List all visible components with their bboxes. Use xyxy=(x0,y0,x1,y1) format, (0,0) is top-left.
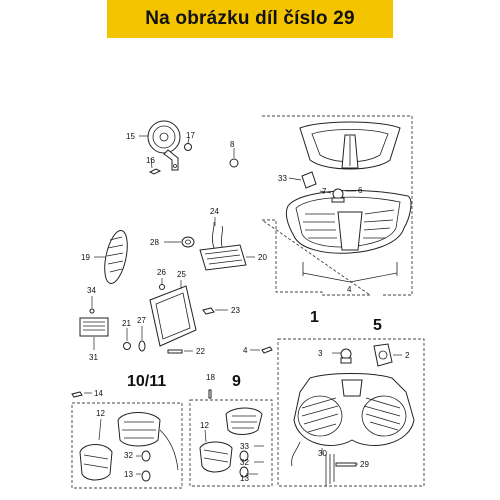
group-label-10-11: 10/11 xyxy=(127,373,166,390)
callout-13a: 13 xyxy=(124,470,133,479)
callout-24: 24 xyxy=(210,207,219,216)
horn-icon xyxy=(147,120,181,171)
callout-12b: 12 xyxy=(200,421,209,430)
callout-22: 22 xyxy=(196,347,205,356)
group-box-9 xyxy=(189,399,273,487)
group-label-1: 1 xyxy=(310,309,319,326)
bulb-icon xyxy=(239,450,249,478)
reflector-icon xyxy=(79,317,109,337)
callout-2: 2 xyxy=(405,351,410,360)
front-cowl-icon xyxy=(299,121,401,170)
group-label-5: 5 xyxy=(373,317,382,334)
headlight-lens-upper-icon xyxy=(285,190,412,254)
bracket-icon xyxy=(149,285,197,347)
bulb-icon xyxy=(301,171,317,189)
callout-33b: 33 xyxy=(240,442,249,451)
callout-32a: 32 xyxy=(124,451,133,460)
grommet-icon xyxy=(181,236,195,248)
grille-icon xyxy=(104,230,128,284)
callout-23: 23 xyxy=(231,306,240,315)
callout-3: 3 xyxy=(318,349,323,358)
callout-15: 15 xyxy=(126,132,135,141)
callout-7: 7 xyxy=(322,187,327,196)
callout-20: 20 xyxy=(258,253,267,262)
callout-33: 33 xyxy=(278,174,287,183)
washer-icon xyxy=(138,340,146,352)
callout-12a: 12 xyxy=(96,409,105,418)
callout-14: 14 xyxy=(94,389,103,398)
callout-28: 28 xyxy=(150,238,159,247)
group-box-10-11 xyxy=(71,402,183,489)
turn-signal-lens-icon xyxy=(79,444,113,481)
screw-icon xyxy=(202,307,215,315)
clip-icon xyxy=(89,308,95,314)
regulator-icon xyxy=(199,221,247,271)
bolt-icon xyxy=(167,349,183,354)
connector-icon xyxy=(373,343,393,367)
group-box-upper-right xyxy=(260,115,413,296)
callout-4: 4 xyxy=(347,285,352,294)
nut-icon xyxy=(184,143,192,151)
turn-signal-icon xyxy=(117,412,179,471)
callout-27: 27 xyxy=(137,316,146,325)
callout-30: 30 xyxy=(318,449,327,458)
callout-31: 31 xyxy=(89,353,98,362)
group-label-9: 9 xyxy=(232,373,241,390)
screw-icon xyxy=(261,346,273,354)
nut-icon xyxy=(123,342,131,350)
bulb-icon xyxy=(141,450,151,482)
headlight-assembly-icon xyxy=(293,373,415,447)
clip-icon xyxy=(159,284,165,290)
callout-32b: 32 xyxy=(240,458,249,467)
nut-icon xyxy=(229,158,239,168)
callout-17: 17 xyxy=(186,131,195,140)
group-box-headlight xyxy=(277,338,425,487)
callout-25: 25 xyxy=(177,270,186,279)
callout-16: 16 xyxy=(146,156,155,165)
callout-13b: 13 xyxy=(240,474,249,483)
title-banner: Na obrázku díl číslo 29 xyxy=(107,0,393,38)
callout-34: 34 xyxy=(87,286,96,295)
turn-signal-lens-icon xyxy=(199,441,233,473)
callout-6: 6 xyxy=(358,186,363,195)
screw-icon xyxy=(71,391,83,398)
screw-icon xyxy=(148,168,162,175)
screw-icon xyxy=(208,389,212,399)
bulb-socket-icon xyxy=(340,348,352,364)
bolt-icon xyxy=(335,462,357,467)
callout-21: 21 xyxy=(122,319,131,328)
callout-29: 29 xyxy=(360,460,369,469)
callout-19: 19 xyxy=(81,253,90,262)
wire-harness-icon xyxy=(325,454,335,486)
callout-8: 8 xyxy=(230,140,235,149)
banner-title: Na obrázku díl číslo 29 xyxy=(145,8,355,29)
callout-4b: 4 xyxy=(243,346,248,355)
turn-signal-icon xyxy=(225,407,263,435)
callout-26: 26 xyxy=(157,268,166,277)
callout-18: 18 xyxy=(206,373,215,382)
bulb-icon xyxy=(331,188,345,203)
